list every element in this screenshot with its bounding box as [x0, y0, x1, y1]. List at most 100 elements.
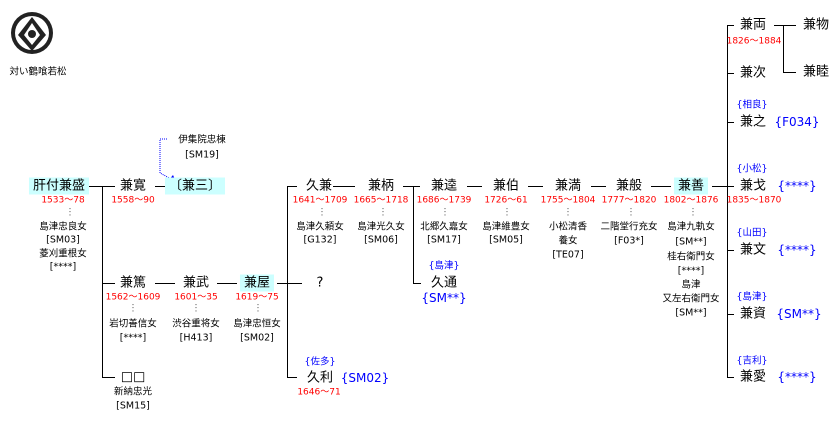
- adopted-house: {島津}: [428, 260, 460, 272]
- dates: 1601～35: [174, 292, 218, 303]
- marriage-dots: ⋮: [688, 207, 698, 218]
- spouse-id: [****]: [119, 332, 147, 344]
- person-kaneyoshi[interactable]: 兼善: [673, 177, 709, 195]
- person-kanee[interactable]: 兼柄: [367, 178, 395, 194]
- person-kanehoko[interactable]: 兼戈: [739, 178, 767, 194]
- adopted-id: {SM**}: [421, 291, 467, 305]
- person-kaneya[interactable]: 兼屋: [239, 274, 275, 292]
- person-kaneai[interactable]: 兼愛: [739, 369, 767, 385]
- spouse: 北郷久嘉女: [420, 221, 468, 233]
- connector: [727, 73, 734, 74]
- person-unknown-name[interactable]: □□: [120, 369, 146, 385]
- dates: 1665～1718: [353, 195, 409, 206]
- connector: [413, 283, 421, 284]
- dates: 1562～1609: [105, 292, 161, 303]
- connector: [102, 283, 115, 284]
- adopted-id: [SM19]: [185, 149, 219, 161]
- dates: 1619～75: [235, 292, 279, 303]
- connector: [783, 25, 784, 73]
- person-kanemichi[interactable]: 兼逵: [430, 178, 458, 194]
- person-kanesuke[interactable]: 兼資: [739, 306, 767, 322]
- spouse: 島津光久女: [357, 221, 405, 233]
- dates: 1533～78: [41, 195, 85, 206]
- spouse: 養女: [558, 235, 578, 247]
- dates: 1835～1870: [726, 195, 782, 206]
- person-kanehan[interactable]: 兼般: [615, 178, 643, 194]
- person-kaneatsu[interactable]: 兼篤: [119, 275, 147, 291]
- connector: [591, 186, 606, 187]
- spouse: 島津久頼女: [296, 221, 344, 233]
- spouse-id: [SM05]: [489, 234, 523, 246]
- person-kanetake[interactable]: 兼武: [182, 275, 210, 291]
- connector: [217, 283, 237, 284]
- connector: [528, 186, 543, 187]
- connector: [102, 186, 103, 377]
- adopted-house: {相良}: [736, 99, 768, 111]
- family-crest-icon: [11, 12, 53, 54]
- person-kanechika[interactable]: 兼睦: [802, 64, 830, 80]
- dates: 1755～1804: [540, 195, 596, 206]
- spouse-id: [SM17]: [427, 234, 461, 246]
- spouse-id: [H413]: [179, 332, 213, 344]
- adopted-house: {島津}: [736, 291, 768, 303]
- person-kanemitsu[interactable]: 〔兼三〕: [164, 177, 226, 195]
- adopted-house: {小松}: [736, 163, 768, 175]
- dates: 1646～71: [297, 387, 341, 398]
- dates: 1802～1876: [663, 195, 719, 206]
- connector: [712, 186, 734, 187]
- dates: 1641～1709: [292, 195, 348, 206]
- person-kanenori[interactable]: 兼伯: [492, 178, 520, 194]
- adopted-id: {SM**}: [776, 307, 822, 321]
- spouse: 又左右衛門女: [662, 293, 720, 305]
- spouse: 島津忠良女: [39, 221, 87, 233]
- spouse: 島津忠恒女: [233, 318, 281, 330]
- spouse: 桂右衛門女: [667, 251, 715, 263]
- marriage-dots: ⋮: [378, 207, 388, 218]
- adopted-from: 伊集院忠棟: [178, 134, 226, 146]
- person-hisamichi[interactable]: 久通: [430, 275, 458, 291]
- person-kaneryo[interactable]: 兼両: [739, 17, 767, 33]
- spouse-id: [SM03]: [46, 234, 80, 246]
- spouse: 二階堂行充女: [600, 221, 658, 233]
- connector: [333, 186, 355, 187]
- adopted-house: {吉利}: [736, 355, 768, 367]
- connector: [287, 377, 297, 378]
- marriage-dots: ⋮: [317, 207, 327, 218]
- connector: [774, 25, 796, 26]
- person-kanehiro[interactable]: 兼寛: [119, 178, 147, 194]
- connector: [467, 186, 482, 187]
- person-hisakane[interactable]: 久兼: [305, 178, 333, 194]
- connector: [287, 186, 297, 187]
- spouse: 島津九軌女: [667, 221, 715, 233]
- marriage-dots: ⋮: [253, 303, 263, 314]
- dates: 1726～61: [484, 195, 528, 206]
- connector: [727, 250, 734, 251]
- person-kanetsugu[interactable]: 兼次: [739, 65, 767, 81]
- marriage-dots: ⋮: [65, 207, 75, 218]
- person-kanemono[interactable]: 兼物: [802, 17, 830, 33]
- spouse-id: [SM02]: [240, 332, 274, 344]
- person-kaneyuki[interactable]: 兼之: [739, 114, 767, 130]
- adopted-house: {佐多}: [304, 356, 336, 368]
- person-hisatoshi[interactable]: 久利: [306, 370, 334, 386]
- spouse: 菱刈重根女: [39, 248, 87, 260]
- spouse-id: [SM**]: [675, 236, 707, 248]
- adopted-id: {****}: [777, 243, 817, 257]
- connector: [155, 186, 170, 187]
- marriage-dots: ⋮: [626, 207, 636, 218]
- connector: [277, 283, 302, 284]
- person-kanemitsu-2[interactable]: 兼満: [554, 178, 582, 194]
- marriage-dots: ⋮: [440, 207, 450, 218]
- spouse: 小松清香: [548, 221, 588, 233]
- marriage-dots: ⋮: [191, 303, 201, 314]
- connector: [727, 314, 734, 315]
- dates: 1826～1884: [726, 36, 782, 47]
- connector: [651, 186, 671, 187]
- dates: 1686～1739: [416, 195, 472, 206]
- connector: [413, 186, 414, 283]
- dates: 1558～90: [111, 195, 155, 206]
- marriage-dots: ⋮: [563, 207, 573, 218]
- person-kanefumi[interactable]: 兼文: [739, 242, 767, 258]
- person-kanemori[interactable]: 肝付兼盛: [28, 177, 90, 195]
